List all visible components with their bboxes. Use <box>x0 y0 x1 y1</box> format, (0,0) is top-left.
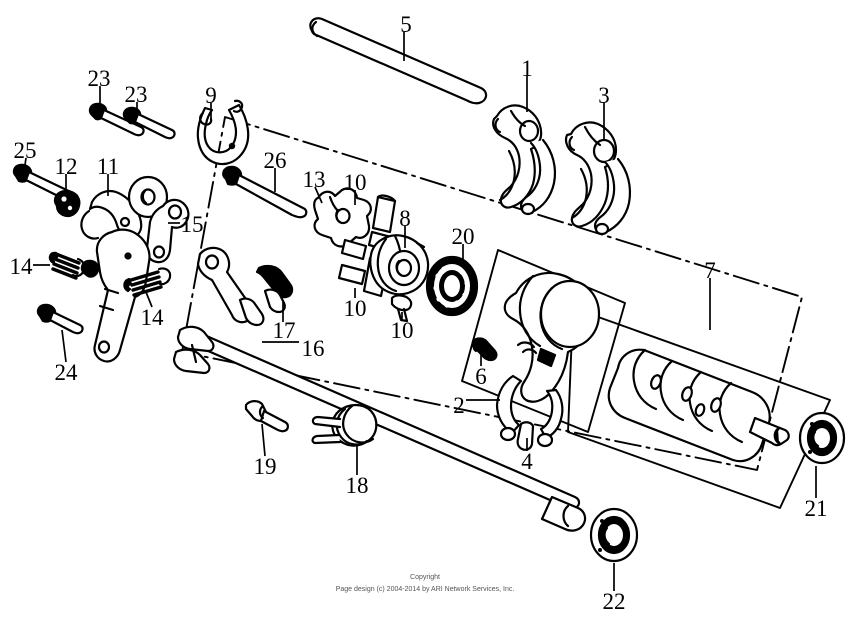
part-bolt-set-plate <box>222 165 308 219</box>
part-oil-seal-spindle <box>589 507 639 563</box>
part-gearshift-fork-shaft <box>309 17 488 105</box>
leader-25 <box>23 157 27 173</box>
callout-26: 26 <box>264 148 287 173</box>
callout-14a: 14 <box>10 254 34 279</box>
part-bolt-flange-a <box>88 102 145 137</box>
callout-22: 22 <box>603 589 626 614</box>
callout-23a: 23 <box>88 66 111 91</box>
part-bolt-short <box>36 303 84 335</box>
assembly-frame-outer <box>181 116 803 471</box>
callout-4: 4 <box>521 449 533 474</box>
callout-15: 15 <box>181 212 204 237</box>
callout-6: 6 <box>475 364 487 389</box>
part-gearshift-fork-center <box>495 271 601 451</box>
leader-14b <box>145 291 153 308</box>
part-ball-bearing-drum <box>425 255 479 317</box>
callout-20: 20 <box>452 224 475 249</box>
callout-24: 24 <box>55 360 79 385</box>
callout-21: 21 <box>805 496 828 521</box>
part-drum-pin-lower <box>337 263 367 286</box>
callout-19: 19 <box>254 454 277 479</box>
part-shift-drum-cam <box>369 234 430 296</box>
callout-14b: 14 <box>141 305 165 330</box>
part-spring-return-b <box>123 267 172 297</box>
part-shift-arm-main <box>80 228 151 363</box>
callout-25: 25 <box>14 138 37 163</box>
part-shift-spindle-arm <box>196 246 294 327</box>
callout-3: 3 <box>598 83 610 108</box>
part-gearshift-fork-right <box>564 121 632 236</box>
part-spindle-return-spring <box>311 403 378 447</box>
footer-credit: Page design (c) 2004-2014 by ARI Network… <box>335 586 515 593</box>
callout-17: 17 <box>273 318 296 343</box>
assembly-frame-inner-drum <box>567 307 831 509</box>
part-gearshift-fork-left <box>492 104 557 216</box>
part-shift-cam-stopper-roller <box>53 189 81 218</box>
part-bolt-flange-b <box>122 106 176 140</box>
callout-1: 1 <box>521 56 533 81</box>
part-ball-bearing-drum-end <box>798 411 846 465</box>
callout-13: 13 <box>303 167 326 192</box>
callout-10b: 10 <box>344 296 367 321</box>
callout-8: 8 <box>399 206 411 231</box>
part-drum-pin-upper <box>371 194 397 234</box>
footer-copyright: Copyright <box>410 574 440 581</box>
part-spindle-stopper-pin <box>244 400 289 433</box>
part-gearshift-drum <box>607 348 790 463</box>
callout-18: 18 <box>346 473 369 498</box>
leader-lines <box>23 32 817 591</box>
callout-7: 7 <box>704 258 716 283</box>
callout-16: 16 <box>302 336 325 361</box>
part-shift-arm-disc <box>127 175 169 219</box>
callout-2: 2 <box>453 393 465 418</box>
part-drum-pin-mid-b <box>340 238 368 261</box>
part-shift-drum-star-plate <box>313 187 372 248</box>
callout-numbers: 1 3 5 23 23 9 25 12 11 26 13 10 8 20 15 … <box>10 12 828 614</box>
part-spring-return-a <box>48 251 86 280</box>
callout-23b: 23 <box>125 82 148 107</box>
part-shift-guide-plate <box>196 99 250 166</box>
part-shift-arm-link <box>145 198 190 264</box>
part-drum-pin-side <box>390 294 413 323</box>
leader-19 <box>261 423 266 457</box>
callout-9: 9 <box>205 83 217 108</box>
leader-13 <box>314 186 323 204</box>
leader-24 <box>61 329 67 363</box>
callout-12: 12 <box>55 154 78 179</box>
callout-10c: 10 <box>391 318 414 343</box>
callout-11: 11 <box>97 154 119 179</box>
part-gearshift-spindle <box>172 325 587 532</box>
callout-5: 5 <box>400 12 412 37</box>
callout-10a: 10 <box>344 170 367 195</box>
part-fork-guide-pin <box>471 337 498 362</box>
